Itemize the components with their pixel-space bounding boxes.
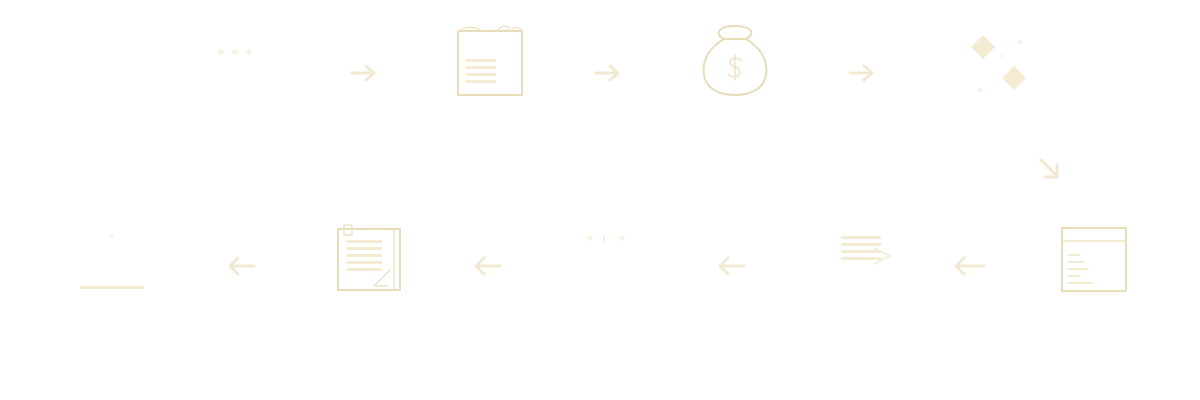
arrow-right-2 xyxy=(594,64,620,82)
arrow-left-3 xyxy=(474,256,502,276)
step-3-money-bag-icon xyxy=(702,25,768,96)
arrow-right-1 xyxy=(350,64,376,82)
arrow-left-2 xyxy=(718,256,746,276)
arrow-right-3 xyxy=(848,64,874,82)
arrow-left-4 xyxy=(228,256,256,276)
step-8-clipboard-document-icon xyxy=(337,224,401,291)
step-6-stacked-lines-arrow-icon xyxy=(841,236,891,265)
step-7-small-dots-icon xyxy=(587,235,625,243)
arrow-left-1 xyxy=(954,256,986,276)
step-2-scroll-document-icon xyxy=(457,25,523,96)
arrow-diagonal-down xyxy=(1039,158,1059,179)
step-1-dots-icon xyxy=(218,49,252,55)
step-4-diamonds-sparkle-icon xyxy=(971,35,1026,92)
step-5-window-document-icon xyxy=(1061,227,1127,292)
step-9-baseline-icon xyxy=(80,233,144,289)
